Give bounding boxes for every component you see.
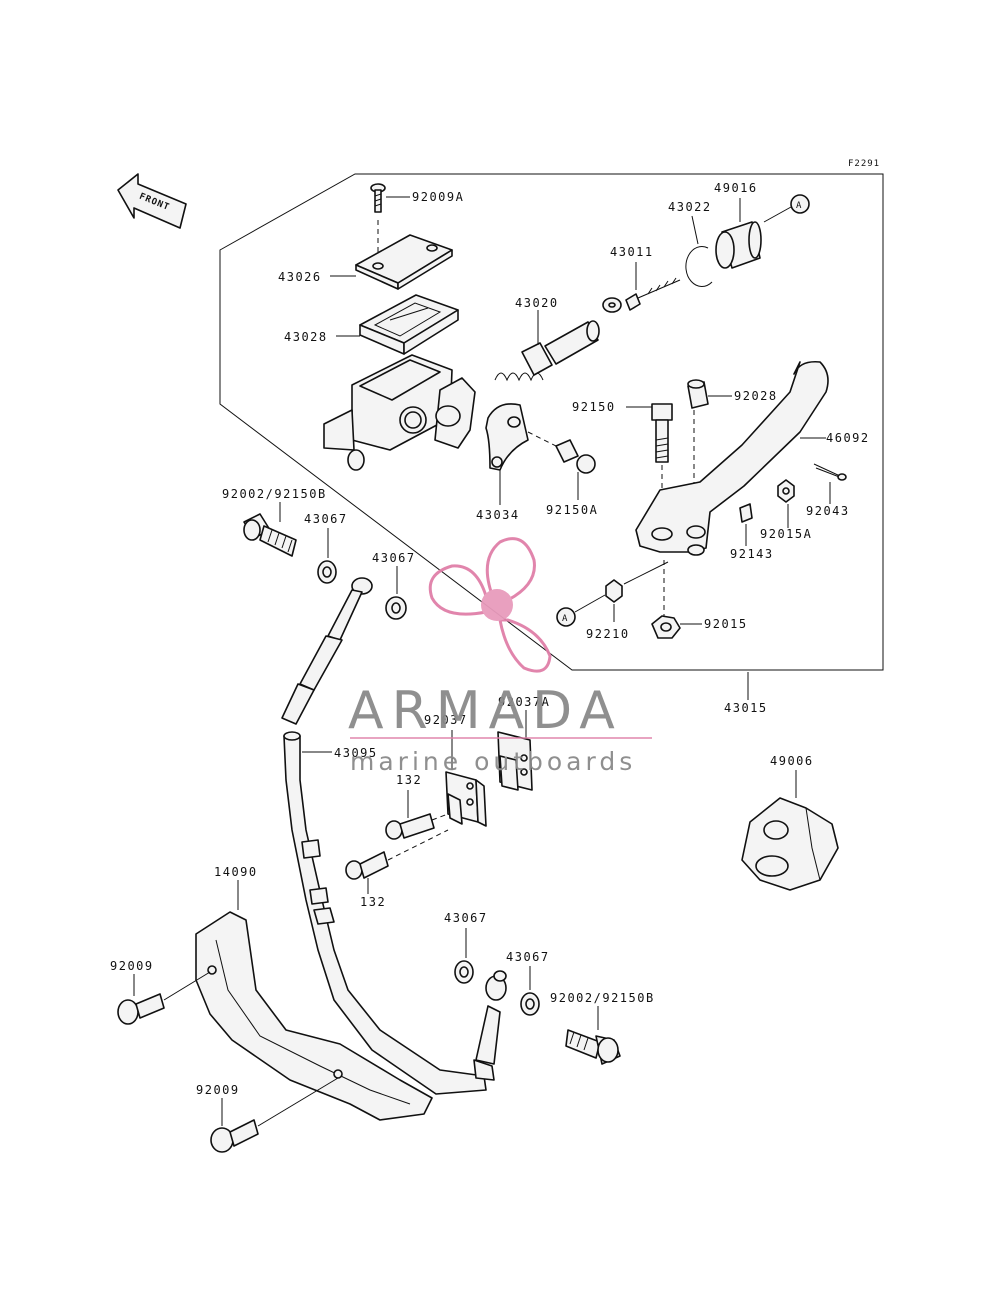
label-49006: 49006 bbox=[770, 754, 814, 768]
bolt-92009-a bbox=[117, 993, 165, 1025]
nut-92015a bbox=[777, 479, 795, 503]
label-92015: 92015 bbox=[704, 617, 748, 631]
ref-marker-a-lower bbox=[556, 607, 576, 627]
ref-marker-a-top-label: A bbox=[796, 201, 802, 211]
banjo-bolt-bottom bbox=[565, 1029, 621, 1065]
label-132-b: 132 bbox=[360, 895, 386, 909]
watermark: ARMADA marine outboards bbox=[348, 537, 652, 776]
cotter-pin-92043 bbox=[813, 463, 847, 481]
label-92143: 92143 bbox=[730, 547, 774, 561]
banjo-bolt-top bbox=[243, 513, 297, 557]
label-46092: 46092 bbox=[826, 431, 870, 445]
label-14090: 14090 bbox=[214, 865, 258, 879]
clamp-43034 bbox=[485, 403, 529, 471]
label-43028: 43028 bbox=[284, 330, 328, 344]
label-43067-d: 43067 bbox=[506, 950, 550, 964]
bolt-132-b bbox=[345, 851, 389, 880]
watermark-tagline: marine outboards bbox=[350, 747, 636, 776]
label-92043: 92043 bbox=[806, 504, 850, 518]
cover-43026 bbox=[355, 234, 453, 290]
label-92015a: 92015A bbox=[760, 527, 812, 541]
washer-43067-d bbox=[520, 992, 540, 1016]
bracket-92037 bbox=[445, 771, 487, 827]
collar-92028 bbox=[687, 379, 709, 409]
propeller-logo-icon bbox=[428, 537, 552, 673]
label-43011: 43011 bbox=[610, 245, 654, 259]
label-92009-b: 92009 bbox=[196, 1083, 240, 1097]
nut-92015 bbox=[651, 615, 681, 639]
label-92009-a: 92009 bbox=[110, 959, 154, 973]
cover-49006 bbox=[741, 797, 839, 891]
label-43015: 43015 bbox=[724, 701, 768, 715]
label-92028: 92028 bbox=[734, 389, 778, 403]
label-43067-a: 43067 bbox=[304, 512, 348, 526]
diaphragm-43028 bbox=[359, 294, 459, 355]
label-43022: 43022 bbox=[668, 200, 712, 214]
washer-43067-b bbox=[385, 596, 407, 620]
washer-43067-c bbox=[454, 960, 474, 984]
label-92150: 92150 bbox=[572, 400, 616, 414]
label-43026: 43026 bbox=[278, 270, 322, 284]
label-92150a: 92150A bbox=[546, 503, 598, 517]
label-43034: 43034 bbox=[476, 508, 520, 522]
label-132-a: 132 bbox=[396, 773, 422, 787]
label-43067-c: 43067 bbox=[444, 911, 488, 925]
label-43067-b: 43067 bbox=[372, 551, 416, 565]
washer-43067-a bbox=[317, 560, 337, 584]
screw-92009a bbox=[370, 183, 386, 213]
boot-49016 bbox=[715, 221, 762, 269]
master-cylinder-body bbox=[323, 354, 476, 471]
label-49016: 49016 bbox=[714, 181, 758, 195]
collar-92143 bbox=[739, 503, 753, 523]
label-92009a: 92009A bbox=[412, 190, 464, 204]
piston-43020 bbox=[494, 320, 600, 382]
lever-46092 bbox=[635, 360, 829, 556]
brake-hose-43095 bbox=[281, 577, 507, 1095]
assembly-outline bbox=[219, 173, 884, 671]
guard-14090 bbox=[195, 911, 433, 1121]
pushrod-43011 bbox=[602, 277, 681, 313]
front-arrow-icon: FRONT bbox=[117, 173, 187, 229]
label-92037a: 92037A bbox=[498, 695, 550, 709]
label-92210: 92210 bbox=[586, 627, 630, 641]
nut-92210 bbox=[605, 579, 623, 603]
label-92002-bottom: 92002/92150B bbox=[550, 991, 655, 1005]
label-43095: 43095 bbox=[334, 746, 378, 760]
label-43020: 43020 bbox=[515, 296, 559, 310]
label-92002-top: 92002/92150B bbox=[222, 487, 327, 501]
ref-marker-a-lower-label: A bbox=[562, 614, 568, 624]
bolt-92150a bbox=[555, 439, 596, 474]
bolt-132-a bbox=[385, 813, 435, 840]
pivot-bolt-92150 bbox=[651, 403, 673, 463]
label-92037: 92037 bbox=[424, 713, 468, 727]
figure-code: F2291 bbox=[848, 159, 880, 169]
circlip-43022 bbox=[685, 245, 713, 287]
ref-marker-a-top bbox=[790, 194, 810, 214]
bolt-92009-b bbox=[210, 1119, 259, 1153]
watermark-brand: ARMADA bbox=[348, 681, 623, 741]
